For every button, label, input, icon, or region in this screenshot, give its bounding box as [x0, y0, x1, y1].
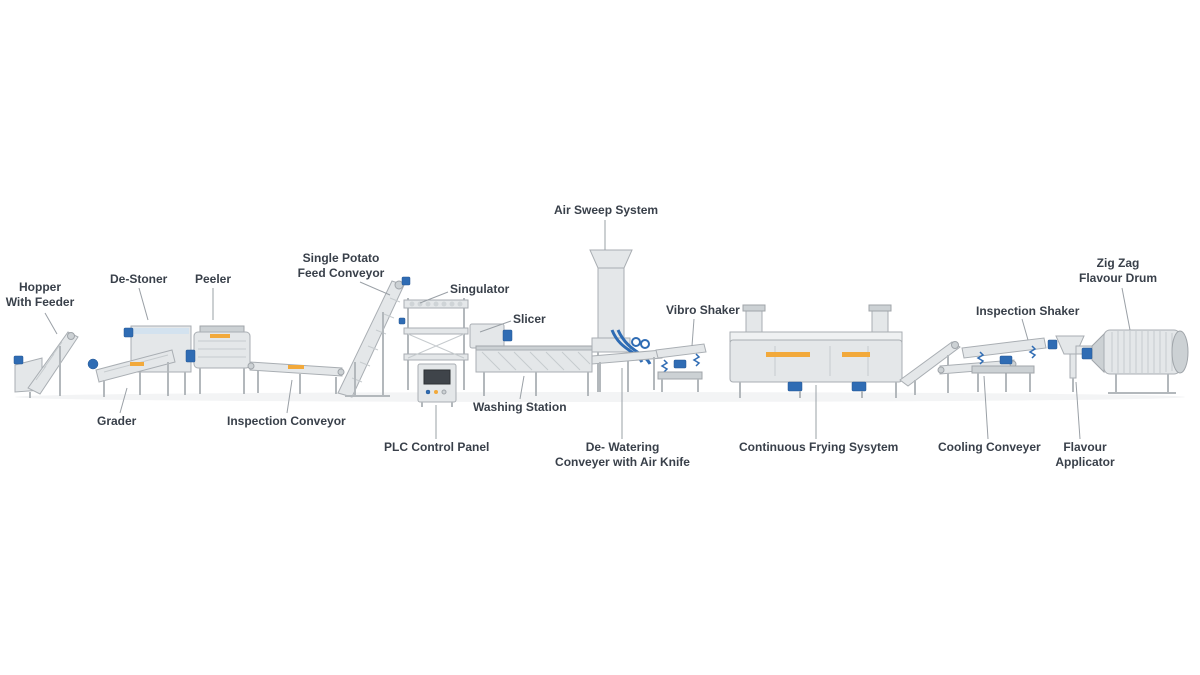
label-air-sweep-system: Air Sweep System	[554, 203, 659, 217]
continuous-frying-system-machine	[729, 304, 903, 398]
label-continuous-frying-system: Continuous Frying Sysytem	[739, 440, 899, 454]
zig-zag-flavour-drum-machine	[1081, 329, 1189, 394]
inspection-conveyor-machine	[247, 361, 345, 394]
label-de-stoner: De-Stoner	[110, 272, 168, 286]
label-flavour-applicator: Flavour Applicator	[1055, 440, 1115, 469]
label-washing-station: Washing Station	[473, 400, 567, 414]
inspection-shaker-machine	[961, 337, 1047, 392]
label-vibro-shaker: Vibro Shaker	[666, 303, 740, 317]
hopper-with-feeder-machine	[13, 331, 79, 398]
label-peeler: Peeler	[195, 272, 232, 286]
label-hopper-with-feeder: Hopper With Feeder	[5, 280, 75, 309]
label-single-potato-feed-conveyor: Single Potato Feed Conveyor	[297, 251, 385, 280]
singulator-machine	[398, 298, 469, 390]
single-potato-feed-conveyor-machine	[337, 276, 411, 398]
washing-station-machine	[475, 345, 593, 396]
label-slicer: Slicer	[513, 312, 546, 326]
grader-machine	[87, 349, 176, 397]
air-sweep-system-machine	[589, 249, 652, 392]
label-grader: Grader	[97, 414, 137, 428]
label-de-watering-conveyor: De- Watering Conveyer with Air Knife	[555, 440, 690, 469]
label-inspection-shaker: Inspection Shaker	[976, 304, 1080, 318]
label-singulator: Singulator	[450, 282, 510, 296]
leader-lines	[44, 220, 1131, 440]
label-zig-zag-flavour-drum: Zig Zag Flavour Drum	[1078, 256, 1157, 285]
label-plc-control-panel: PLC Control Panel	[384, 440, 490, 454]
label-cooling-conveyer: Cooling Conveyer	[938, 440, 1041, 454]
vibro-shaker-machine	[655, 343, 707, 392]
plc-control-panel-machine	[417, 363, 457, 407]
label-inspection-conveyor: Inspection Conveyor	[227, 414, 346, 428]
floor-shadow	[15, 392, 1185, 402]
peeler-machine	[185, 325, 251, 394]
